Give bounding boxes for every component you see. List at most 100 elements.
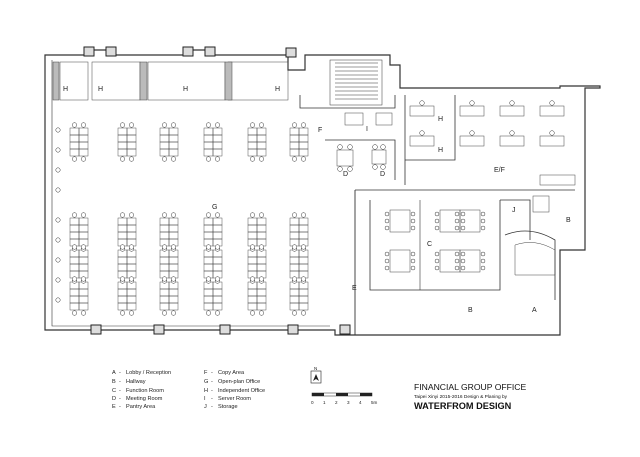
chair (80, 212, 87, 218)
desk (69, 288, 80, 297)
chair (55, 217, 61, 223)
chair (71, 122, 78, 128)
chair (214, 310, 221, 316)
desk (289, 231, 300, 240)
desk (78, 217, 89, 226)
label-H-4: H (275, 86, 280, 93)
chair (434, 211, 440, 217)
chair (380, 164, 386, 170)
desk (126, 217, 137, 226)
scale-tick: 3 (347, 400, 350, 405)
legend-key: J (204, 404, 207, 410)
desk (168, 231, 179, 240)
desk (126, 295, 137, 304)
desk (69, 295, 80, 304)
label-J: J (512, 207, 516, 214)
chair (161, 212, 168, 218)
legend-text: Function Room (126, 388, 164, 394)
chair (55, 237, 61, 243)
chair (549, 100, 555, 106)
legend-text: Copy Area (218, 370, 245, 376)
desk (256, 263, 267, 272)
office-desk (459, 105, 485, 117)
label-A: A (532, 307, 537, 314)
desk (159, 231, 170, 240)
desk (212, 288, 223, 297)
column (219, 324, 231, 335)
chair (249, 156, 256, 162)
label-H-5: H (438, 116, 443, 123)
chair (337, 166, 343, 172)
chair (300, 122, 307, 128)
chair (480, 211, 486, 217)
meeting-table (371, 149, 387, 165)
structural-columns (83, 46, 351, 335)
desk (159, 224, 170, 233)
desk (78, 231, 89, 240)
legend-text: Storage (218, 404, 238, 410)
column (182, 46, 194, 57)
desk (256, 295, 267, 304)
column (339, 324, 351, 335)
desk (256, 148, 267, 157)
scale-tick: 0 (311, 400, 314, 405)
desk (117, 302, 128, 311)
desk (117, 224, 128, 233)
room-furniture (52, 61, 576, 276)
desk (168, 127, 179, 136)
chair (161, 156, 168, 162)
partition-wall (52, 61, 60, 101)
storage-table (532, 195, 550, 213)
scale-seg (312, 393, 324, 396)
scale-tick: 2 (335, 400, 338, 405)
chair (300, 212, 307, 218)
pantry-counter (539, 174, 576, 186)
desk (168, 256, 179, 265)
stair-outline (329, 59, 383, 106)
scale-seg (360, 393, 372, 396)
office-desk (539, 135, 565, 147)
chairs (55, 100, 555, 316)
desk (78, 256, 89, 265)
legend-item: F - Copy Area (204, 370, 245, 376)
desk (247, 134, 258, 143)
desk (247, 263, 258, 272)
chair (384, 218, 390, 224)
chair (205, 212, 212, 218)
desk (69, 263, 80, 272)
chair (410, 258, 416, 264)
north-label: N (314, 366, 317, 371)
chair (380, 144, 386, 150)
chair (119, 122, 126, 128)
desk (168, 263, 179, 272)
chair (214, 212, 221, 218)
chair (434, 218, 440, 224)
chair (214, 122, 221, 128)
desk (126, 231, 137, 240)
chair (55, 297, 61, 303)
legend-item: E - Pantry Area (112, 404, 156, 410)
function-table (459, 249, 481, 273)
desk (69, 224, 80, 233)
desk (212, 256, 223, 265)
chair (55, 127, 61, 133)
column (90, 324, 102, 335)
column (153, 324, 165, 335)
desk (117, 231, 128, 240)
desk (298, 224, 309, 233)
chair (258, 276, 265, 282)
desk (117, 217, 128, 226)
chair (460, 211, 466, 217)
desk (78, 141, 89, 150)
chair (119, 212, 126, 218)
desk (212, 224, 223, 233)
chair (434, 258, 440, 264)
desk (289, 148, 300, 157)
desk (69, 256, 80, 265)
desk (203, 148, 214, 157)
desk (78, 302, 89, 311)
desk (168, 224, 179, 233)
chair (258, 156, 265, 162)
chair (454, 251, 460, 257)
label-B-2: B (468, 307, 473, 314)
